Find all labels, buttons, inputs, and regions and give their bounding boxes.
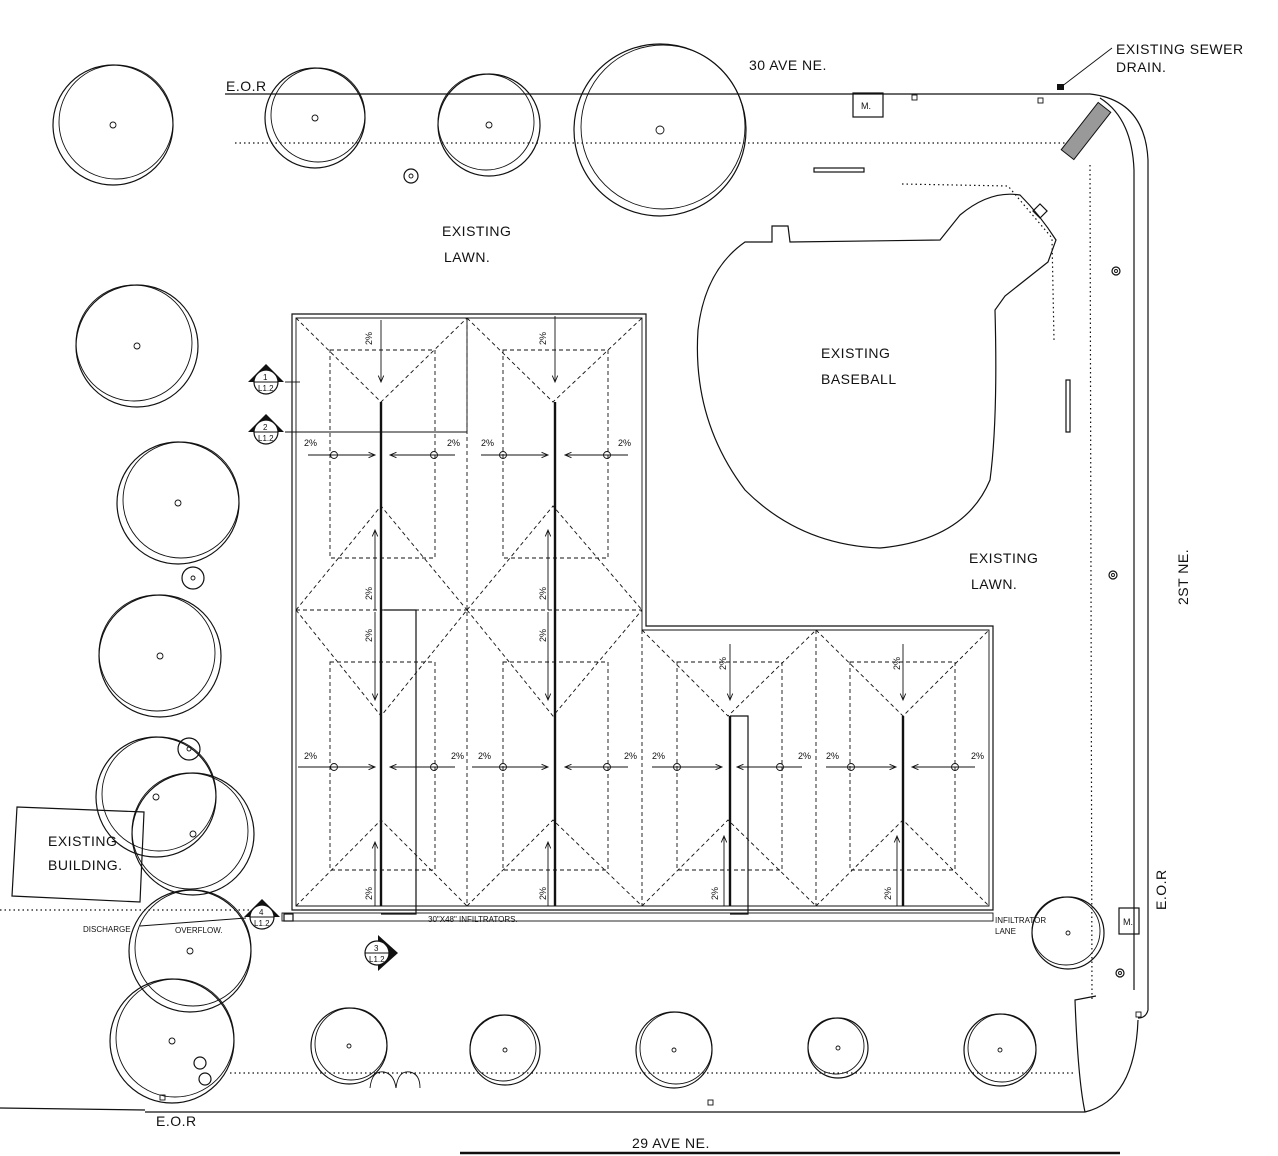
sewer-label-line2: DRAIN. [1116, 59, 1166, 75]
slope-label: 2% [652, 751, 665, 761]
manhole-north-label: M. [861, 101, 871, 111]
slope-label: 2% [447, 438, 460, 448]
section-marker-2: 2 L1.2 [248, 414, 284, 445]
baseball-line2: BASEBALL [821, 371, 897, 387]
street-east-label: 2ST NE. [1175, 549, 1191, 605]
baseball-field [696, 193, 1057, 549]
slope-label: 2% [304, 751, 317, 761]
slope-label: 2% [481, 438, 494, 448]
slope-label: 2% [971, 751, 984, 761]
tree-icon [963, 1013, 1037, 1087]
road-edges [0, 93, 1149, 1155]
street-south-label: 29 AVE NE. [632, 1135, 710, 1151]
section-marker-4: 4 L1.2 [244, 899, 280, 930]
lawn-east-line1: EXISTING [969, 550, 1038, 566]
slope-label: 2% [304, 438, 317, 448]
infiltrators-label: 30"X48" INFILTRATORS. [428, 915, 518, 924]
lawn-north-line2: LAWN. [444, 249, 490, 265]
tree-icon [98, 594, 222, 718]
trees [52, 43, 1105, 1104]
slope-label: 2% [826, 751, 839, 761]
street-north-label: 30 AVE NE. [749, 57, 827, 73]
manhole-east-label: M. [1123, 917, 1133, 927]
eor-nw-label: E.O.R [226, 78, 267, 94]
svg-text:2: 2 [263, 423, 268, 432]
tree-icon [109, 978, 235, 1104]
tree-icon [310, 1007, 388, 1085]
tree-icon [264, 67, 366, 169]
site-details [11, 47, 1142, 1106]
section-markers: 1 L1.2 2 L1.2 3 L1.2 4 L1.2 [139, 364, 398, 971]
tree-icon [116, 441, 240, 565]
slope-arrows: 2% 2% 2% 2% 2% 2% 2% 2% 2% 2% 2% 2% 2% 2% 2% 2% 2% 2% 2% 2%… [298, 316, 984, 906]
slope-label: 2% [364, 587, 374, 600]
tree-icon [635, 1011, 713, 1089]
tree-icon [1031, 896, 1105, 970]
lawn-north-line1: EXISTING [442, 223, 511, 239]
baseball-line1: EXISTING [821, 345, 890, 361]
discharge-label: DISCHARGE [83, 925, 131, 934]
infiltrator-lane-line2: LANE [995, 927, 1016, 936]
slope-label: 2% [538, 629, 548, 642]
building-line2: BUILDING. [48, 857, 123, 873]
fence-lines [0, 142, 1093, 1074]
tree-icon [469, 1014, 541, 1086]
tree-icon [807, 1017, 869, 1079]
svg-text:L1.2: L1.2 [258, 434, 274, 443]
tree-icon [131, 772, 255, 896]
sewer-label-line1: EXISTING SEWER [1116, 41, 1244, 57]
svg-text:L1.2: L1.2 [258, 384, 274, 393]
tree-icon [128, 889, 252, 1013]
slope-label: 2% [364, 887, 374, 900]
slope-label: 2% [718, 657, 728, 670]
tree-icon [75, 284, 199, 408]
slope-label: 2% [892, 657, 902, 670]
lawn-east-line2: LAWN. [971, 576, 1017, 592]
slope-label: 2% [451, 751, 464, 761]
slope-label: 2% [710, 887, 720, 900]
section-marker-3: 3 L1.2 [364, 935, 398, 971]
infiltrator-lane-line1: INFILTRATOR [995, 916, 1046, 925]
overflow-label: OVERFLOW. [175, 926, 223, 935]
svg-text:4: 4 [259, 908, 264, 917]
svg-text:1: 1 [263, 373, 268, 382]
svg-text:L1.2: L1.2 [254, 919, 270, 928]
eor-east-label: E.O.R [1153, 869, 1169, 910]
slope-label: 2% [798, 751, 811, 761]
tree-icon [573, 43, 747, 217]
slope-label: 2% [478, 751, 491, 761]
slope-label: 2% [618, 438, 631, 448]
infiltration-area [281, 313, 994, 922]
text-labels: 30 AVE NE. 29 AVE NE. 2ST NE. E.O.R E.O.… [48, 41, 1244, 1151]
slope-label: 2% [538, 587, 548, 600]
eor-sw-label: E.O.R [156, 1113, 197, 1129]
tree-icon [52, 64, 174, 186]
svg-text:3: 3 [374, 944, 379, 953]
slope-label: 2% [364, 332, 374, 345]
slope-label: 2% [883, 887, 893, 900]
tree-icon [95, 736, 217, 858]
building-line1: EXISTING [48, 833, 117, 849]
svg-text:L1.2: L1.2 [369, 955, 385, 964]
slope-label: 2% [364, 629, 374, 642]
tree-icon [437, 73, 541, 177]
slope-label: 2% [538, 887, 548, 900]
slope-label: 2% [538, 332, 548, 345]
section-marker-1: 1 L1.2 [248, 364, 284, 395]
slope-label: 2% [624, 751, 637, 761]
